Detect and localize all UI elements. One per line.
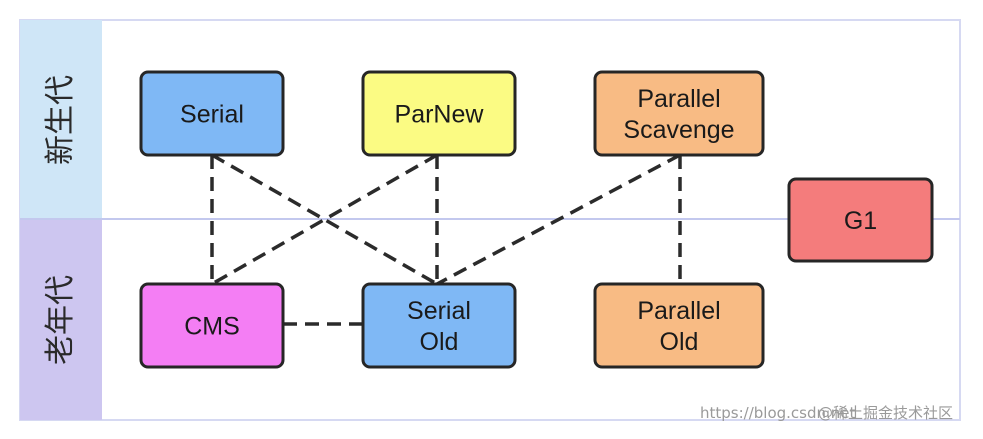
collector-box bbox=[361, 282, 517, 369]
collector-box bbox=[593, 70, 765, 157]
collector-label: Old bbox=[660, 328, 699, 356]
old-generation-lane bbox=[20, 219, 102, 420]
young-generation-lane bbox=[20, 20, 102, 219]
old-generation-label: 老年代 bbox=[43, 275, 78, 365]
collector-box bbox=[593, 282, 765, 369]
collector-box bbox=[139, 282, 285, 369]
watermark-brand: @稀土掘金技术社区 bbox=[818, 404, 953, 422]
collector-g1: G1 bbox=[787, 177, 934, 263]
collector-label: Parallel bbox=[637, 297, 720, 325]
collector-label: G1 bbox=[844, 207, 877, 235]
collector-label: Parallel bbox=[637, 85, 720, 113]
collector-label: CMS bbox=[184, 313, 240, 341]
collector-cms: CMS bbox=[139, 282, 285, 369]
collector-label: Serial bbox=[180, 101, 244, 129]
young-generation-label: 新生代 bbox=[43, 75, 78, 165]
collector-label: Scavenge bbox=[623, 116, 734, 144]
collector-box bbox=[787, 177, 934, 263]
collector-box bbox=[139, 70, 285, 157]
collector-label: ParNew bbox=[395, 101, 485, 129]
collector-box bbox=[361, 70, 517, 157]
collector-label: Serial bbox=[407, 297, 471, 325]
watermark-site: https://blog.csdn.net bbox=[700, 404, 856, 422]
connection-parallel_scavenge-serial_old bbox=[436, 153, 681, 286]
compatibility-connections bbox=[210, 153, 682, 326]
collector-label: Old bbox=[420, 328, 459, 356]
collector-parnew: ParNew bbox=[361, 70, 517, 157]
collector-serial: Serial bbox=[139, 70, 285, 157]
